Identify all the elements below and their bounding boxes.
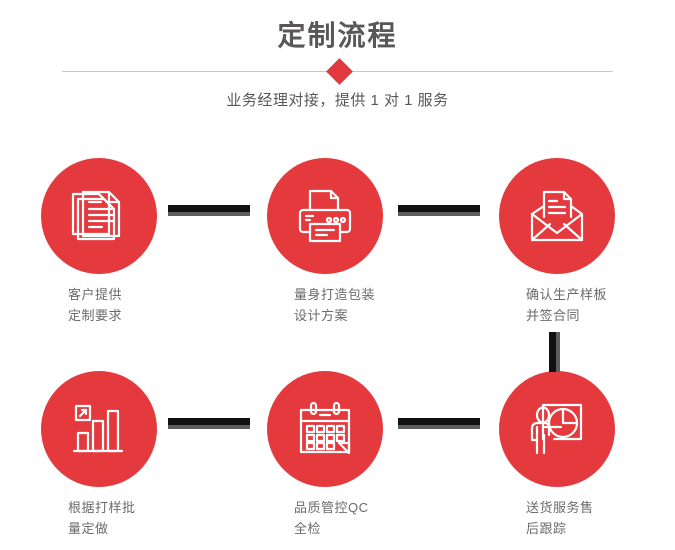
connector-step4-step5 [168, 418, 250, 429]
presenter-pie-chart-icon [530, 403, 583, 455]
connector-bar [398, 418, 480, 425]
connector-bar [168, 418, 250, 425]
flow-step-6-circle[interactable] [499, 371, 615, 487]
connector-step3-step6 [549, 332, 560, 372]
connector-shadow [556, 332, 560, 372]
flow-step-4-label: 根据打样批 量定做 [68, 500, 136, 536]
connector-bar [168, 205, 250, 212]
connector-step5-step6 [398, 418, 480, 429]
connector-step2-step3 [398, 205, 480, 216]
documents-stack-icon [71, 190, 121, 241]
bar-chart-growth-icon [72, 404, 124, 453]
connector-step1-step2 [168, 205, 250, 216]
flow-step-4-circle[interactable] [41, 371, 157, 487]
connector-shadow [168, 425, 250, 429]
connector-bar [398, 205, 480, 212]
connector-bar [549, 332, 556, 372]
calendar-icon [299, 401, 351, 455]
flow-step-5-circle[interactable] [267, 371, 383, 487]
flow-step-6-label: 送货服务售 后跟踪 [526, 500, 594, 536]
flow-step-2-label: 量身打造包装 设计方案 [294, 287, 376, 323]
flow-step-3-label: 确认生产样板 并签合同 [526, 287, 608, 323]
envelope-document-icon [530, 190, 584, 242]
flow-step-5-label: 品质管控QC 全检 [294, 500, 369, 536]
flow-step-1-label: 客户提供 定制要求 [68, 287, 123, 323]
page-subtitle: 业务经理对接，提供 1 对 1 服务 [226, 92, 449, 109]
flow-step-3-circle[interactable] [499, 158, 615, 274]
flow-step-2-circle[interactable] [267, 158, 383, 274]
connector-shadow [398, 425, 480, 429]
printer-icon [298, 189, 352, 243]
flow-step-1-circle[interactable] [41, 158, 157, 274]
header-section: 定制流程 业务经理对接，提供 1 对 1 服务 [0, 0, 675, 130]
connector-shadow [398, 212, 480, 216]
connector-shadow [168, 212, 250, 216]
page-title: 定制流程 [277, 20, 398, 51]
